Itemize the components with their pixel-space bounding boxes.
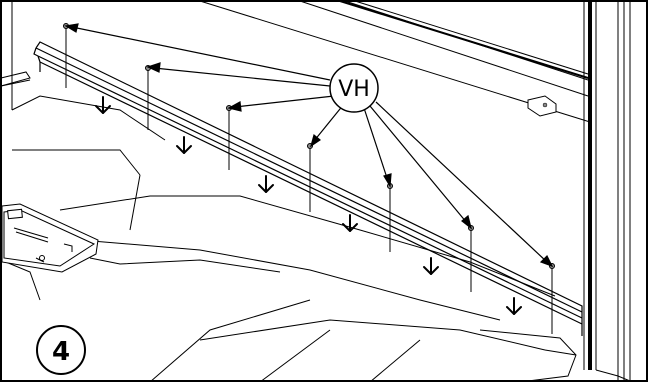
leader-line [153,67,331,87]
leader-line [313,103,345,142]
vh-callout-circle [329,63,379,113]
leader-line [363,107,389,182]
down-arrow-group [95,96,522,315]
pin-2 [145,65,151,130]
down-arrow-icon [176,136,192,154]
down-arrow-icon [258,175,274,193]
leader-line [234,95,335,108]
leader-arrowhead [461,214,473,230]
step-badge: 4 [36,325,86,375]
step-number: 4 [52,337,70,367]
leader-arrowhead [146,62,161,73]
down-arrow-icon [506,297,522,315]
pin-4 [307,143,313,212]
leader-line [375,101,548,263]
leader-arrowhead [539,254,554,268]
leader-arrowhead [383,173,392,188]
step-badge-circle [36,325,86,375]
down-arrow-icon [423,257,439,275]
vh-callout-label: VH [338,77,370,102]
rail-part [33,41,583,336]
pin-3 [226,105,232,170]
callout-leaders [64,23,554,268]
leader-arrowhead [227,101,242,112]
leader-line [369,105,468,224]
mounting-plate [1,203,99,273]
leader-line [71,26,331,81]
pin-group [63,23,555,334]
leader-arrowhead [309,133,322,148]
down-arrow-icon [95,96,111,114]
down-arrow-icon [342,214,358,232]
leader-arrowhead [64,23,79,33]
vh-callout: VH [329,63,379,113]
